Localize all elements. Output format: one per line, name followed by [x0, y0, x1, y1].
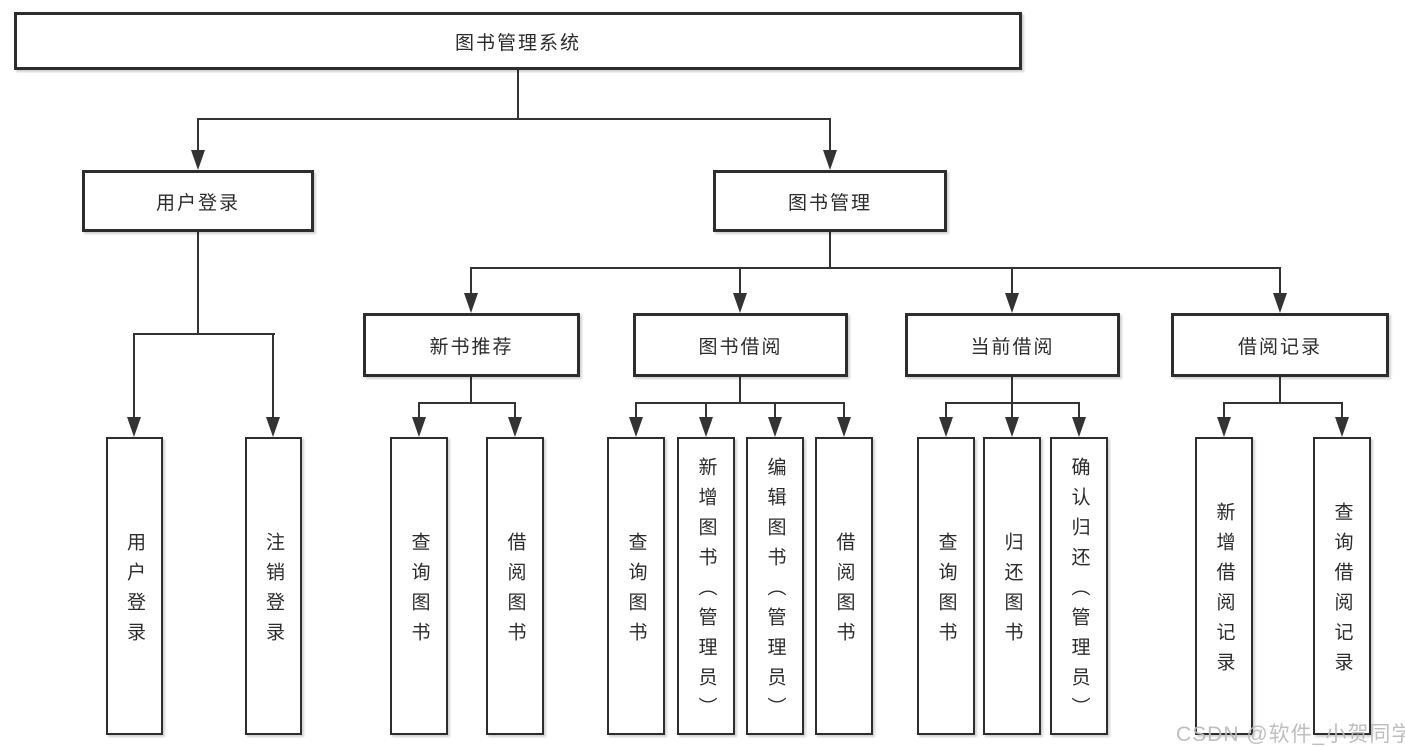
- node-leaf-cb-return-book-label: 归还图书: [1001, 531, 1023, 652]
- node-leaf-bb-add-book-admin: 新增图书（管理员）: [677, 437, 735, 735]
- node-leaf-rec-borrow-book-label: 借阅图书: [504, 531, 526, 652]
- arrow-tail: [418, 402, 420, 419]
- node-current-borrow-label: 当前借阅: [970, 336, 1055, 358]
- node-new-book-recommend-label: 新书推荐: [429, 336, 514, 358]
- arrowhead-down-icon: [412, 417, 426, 437]
- arrow-tail: [197, 118, 199, 152]
- node-leaf-bb-query-book-label: 查询图书: [625, 531, 647, 652]
- node-library-system: 图书管理系统: [14, 12, 1022, 70]
- arrow-tail: [1078, 402, 1080, 419]
- connector-rec: [418, 402, 516, 404]
- node-leaf-br-query-record-label: 查询借阅记录: [1331, 501, 1353, 682]
- connector-root-stub: [517, 70, 519, 120]
- node-leaf-cb-query-book: 查询图书: [917, 437, 975, 735]
- arrow-tail: [635, 402, 637, 419]
- arrowhead-down-icon: [699, 417, 713, 437]
- connector-userlogin: [133, 333, 275, 335]
- node-current-borrow: 当前借阅: [905, 313, 1120, 377]
- arrowhead-down-icon: [266, 417, 280, 437]
- node-book-borrow: 图书借阅: [633, 313, 848, 377]
- arrowhead-down-icon: [939, 417, 953, 437]
- connector-level2: [197, 118, 831, 120]
- node-leaf-bb-edit-book-admin-label: 编辑图书（管理员）: [764, 456, 786, 727]
- connector-userlogin-stub: [197, 232, 199, 335]
- arrow-tail: [945, 402, 947, 419]
- node-leaf-br-query-record: 查询借阅记录: [1313, 437, 1371, 735]
- arrowhead-down-icon: [508, 417, 522, 437]
- node-leaf-user-login: 用户登录: [106, 437, 163, 735]
- node-leaf-bb-add-book-admin-label: 新增图书（管理员）: [695, 456, 717, 727]
- node-leaf-rec-query-book: 查询图书: [390, 437, 448, 735]
- arrow-tail: [843, 402, 845, 419]
- arrowhead-down-icon: [733, 293, 747, 313]
- connector-bookmgmt-stub: [829, 232, 831, 269]
- arrowhead-down-icon: [464, 293, 478, 313]
- arrowhead-down-icon: [1273, 293, 1287, 313]
- node-user-login-label: 用户登录: [155, 192, 240, 214]
- arrow-tail: [133, 333, 135, 419]
- connector-br-stub: [1279, 377, 1281, 404]
- arrow-tail: [272, 333, 274, 419]
- node-leaf-cb-confirm-return-admin-label: 确认归还（管理员）: [1068, 456, 1090, 727]
- connector-rec-stub: [470, 377, 472, 404]
- node-book-borrow-label: 图书借阅: [698, 336, 783, 358]
- node-book-management-label: 图书管理: [787, 192, 872, 214]
- node-leaf-rec-borrow-book: 借阅图书: [486, 437, 544, 735]
- node-leaf-br-add-record: 新增借阅记录: [1195, 437, 1253, 735]
- arrowhead-down-icon: [837, 417, 851, 437]
- arrowhead-down-icon: [823, 150, 837, 170]
- arrow-tail: [1223, 402, 1225, 419]
- node-leaf-user-login-label: 用户登录: [124, 531, 145, 652]
- arrowhead-down-icon: [191, 150, 205, 170]
- connector-br: [1223, 402, 1343, 404]
- node-leaf-logout-label: 注销登录: [263, 531, 284, 652]
- node-leaf-bb-borrow-book: 借阅图书: [815, 437, 873, 735]
- node-book-management: 图书管理: [713, 170, 947, 232]
- connector-bb: [635, 402, 845, 404]
- arrow-tail: [739, 268, 741, 295]
- node-leaf-bb-edit-book-admin: 编辑图书（管理员）: [746, 437, 804, 735]
- connector-level3: [470, 267, 1281, 269]
- connector-cb-stub: [1011, 377, 1013, 404]
- arrowhead-down-icon: [1072, 417, 1086, 437]
- node-leaf-logout: 注销登录: [245, 437, 302, 735]
- arrowhead-down-icon: [1005, 417, 1019, 437]
- node-leaf-rec-query-book-label: 查询图书: [408, 531, 430, 652]
- arrowhead-down-icon: [127, 417, 141, 437]
- arrow-tail: [705, 402, 707, 419]
- node-user-login: 用户登录: [82, 170, 314, 232]
- arrowhead-down-icon: [768, 417, 782, 437]
- node-leaf-cb-confirm-return-admin: 确认归还（管理员）: [1050, 437, 1108, 735]
- csdn-watermark: CSDN @软件_小贺同学: [1176, 723, 1405, 746]
- node-leaf-bb-borrow-book-label: 借阅图书: [833, 531, 855, 652]
- node-leaf-cb-query-book-label: 查询图书: [935, 531, 957, 652]
- arrowhead-down-icon: [1005, 293, 1019, 313]
- arrow-tail: [514, 402, 516, 419]
- node-borrow-records-label: 借阅记录: [1237, 336, 1322, 358]
- arrow-tail: [829, 118, 831, 152]
- node-leaf-bb-query-book: 查询图书: [607, 437, 665, 735]
- arrow-tail: [774, 402, 776, 419]
- node-new-book-recommend: 新书推荐: [363, 313, 580, 377]
- arrow-tail: [1279, 268, 1281, 295]
- arrow-tail: [1341, 402, 1343, 419]
- node-borrow-records: 借阅记录: [1171, 313, 1389, 377]
- node-leaf-cb-return-book: 归还图书: [983, 437, 1041, 735]
- arrow-tail: [470, 268, 472, 295]
- arrow-tail: [1011, 268, 1013, 295]
- arrowhead-down-icon: [1335, 417, 1349, 437]
- connector-bb-stub: [739, 377, 741, 404]
- arrowhead-down-icon: [1217, 417, 1231, 437]
- node-leaf-br-add-record-label: 新增借阅记录: [1213, 501, 1235, 682]
- node-library-system-label: 图书管理系统: [454, 32, 581, 54]
- arrow-tail: [1011, 402, 1013, 419]
- arrowhead-down-icon: [629, 417, 643, 437]
